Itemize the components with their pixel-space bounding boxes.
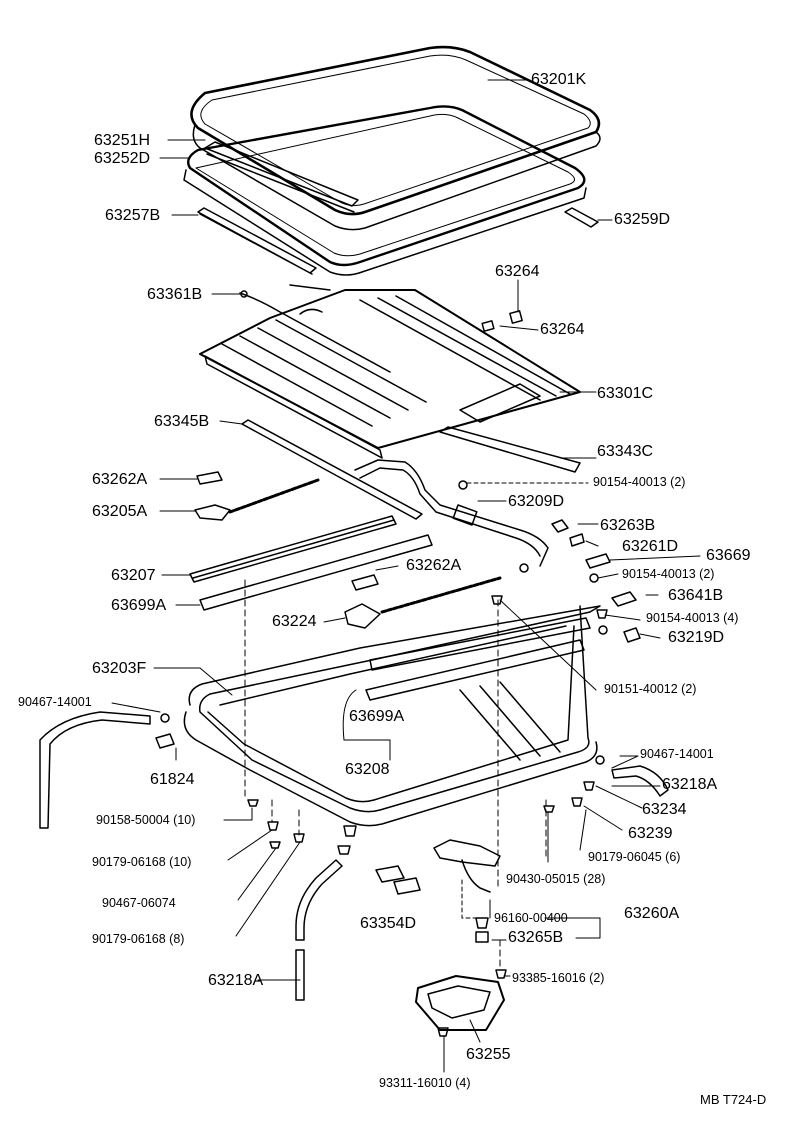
callout-63263B: 63263B: [600, 517, 656, 534]
callout-63208: 63208: [345, 761, 390, 778]
callout-63261D: 63261D: [622, 538, 679, 555]
callout-93385-16016: 93385-16016 (2): [512, 971, 605, 985]
callout-63343C: 63343C: [597, 443, 654, 460]
callout-93311-16010: 93311-16010 (4): [379, 1076, 471, 1090]
callout-63203F: 63203F: [92, 660, 147, 677]
callout-90154-40013-c: 90154-40013 (4): [646, 611, 739, 625]
callout-63257B: 63257B: [105, 207, 161, 224]
callout-63262A-b: 63262A: [406, 557, 462, 574]
drain-hose-right: [611, 765, 669, 797]
drive-cable-assembly: [354, 459, 549, 573]
callout-90179-06168-b: 90179-06168 (8): [92, 932, 185, 946]
weatherstrip-seal: [204, 141, 359, 213]
callout-63265B: 63265B: [508, 929, 564, 946]
control-switch-housing: [415, 975, 505, 1031]
callout-63201K: 63201K: [531, 71, 587, 88]
callout-90154-40013-a: 90154-40013 (2): [593, 475, 686, 489]
callout-63224: 63224: [272, 613, 317, 630]
callout-63219D: 63219D: [668, 629, 725, 646]
glass-frame: [183, 105, 587, 276]
callout-90467-06074: 90467-06074: [102, 896, 176, 910]
callout-61824: 61824: [150, 771, 195, 788]
drawing-reference-code: MB T724-D: [700, 1092, 767, 1107]
wind-deflector: [439, 426, 581, 473]
callout-63252D: 63252D: [94, 150, 151, 167]
callout-63218A-a: 63218A: [662, 776, 718, 793]
sunroof-glass-panel: [190, 45, 601, 231]
leader-lines: [111, 79, 701, 1073]
drain-hose-left: [39, 711, 151, 829]
drain-hose-bottom: [295, 859, 343, 1001]
callout-90158-50004: 90158-50004 (10): [96, 813, 196, 827]
callout-63361B: 63361B: [147, 286, 203, 303]
callout-63259D: 63259D: [614, 211, 671, 228]
rear-seal-strip: [564, 207, 599, 228]
drive-cable-front: [194, 478, 320, 521]
hose-clamp-right: [595, 755, 605, 765]
pad-63354D: [375, 865, 421, 895]
shoe-block-lower: [351, 574, 379, 591]
hose-clamp-left: [160, 713, 170, 723]
callout-63345B: 63345B: [154, 413, 210, 430]
callout-63239: 63239: [628, 825, 673, 842]
guide-rail-63207: [189, 515, 397, 583]
callout-63218A-b: 63218A: [208, 972, 264, 989]
callout-63234: 63234: [642, 801, 687, 818]
callout-63699A-a: 63699A: [111, 597, 167, 614]
callout-63301C: 63301C: [597, 385, 654, 402]
front-seal-strip: [197, 207, 317, 275]
clip-63264-lower: [481, 320, 495, 332]
callout-63205A: 63205A: [92, 503, 148, 520]
clip-63264-upper: [509, 310, 523, 324]
callout-63262A-a: 63262A: [92, 471, 148, 488]
callout-63260A: 63260A: [624, 905, 680, 922]
callout-90154-40013-b: 90154-40013 (2): [622, 567, 715, 581]
callout-63264-b: 63264: [540, 321, 585, 338]
callout-90430-05015: 90430-05015 (28): [506, 872, 606, 886]
callout-90467-14001-a: 90467-14001: [18, 695, 92, 709]
fastener-screws: [247, 595, 608, 1037]
drain-rail-left: [199, 534, 433, 611]
guide-rail-left: [241, 419, 423, 520]
callout-63207: 63207: [111, 567, 156, 584]
callout-90151-40012: 90151-40012 (2): [604, 682, 697, 696]
callout-63209D: 63209D: [508, 493, 565, 510]
drive-cable-rear: [344, 576, 502, 629]
callout-63641B: 63641B: [668, 587, 724, 604]
callout-96160-00400: 96160-00400: [494, 911, 568, 925]
callout-63264-a: 63264: [495, 263, 540, 280]
shoe-block-upper: [196, 471, 223, 485]
alignment-lines: [244, 579, 547, 1061]
callout-90179-06045: 90179-06045 (6): [588, 850, 681, 864]
callout-63699A-b: 63699A: [349, 708, 405, 725]
callout-63255: 63255: [466, 1046, 511, 1063]
callout-90467-14001-b: 90467-14001: [640, 747, 714, 761]
callout-63669: 63669: [706, 547, 751, 564]
sunshade-panel: [199, 289, 581, 459]
sunroof-housing-frame: [183, 605, 601, 827]
callout-63251H: 63251H: [94, 132, 151, 149]
callout-63354D: 63354D: [360, 915, 417, 932]
pad-61824: [155, 733, 175, 749]
small-clips-right: [458, 480, 641, 643]
drive-motor: [433, 839, 501, 893]
callout-90179-06168-a: 90179-06168 (10): [92, 855, 192, 869]
